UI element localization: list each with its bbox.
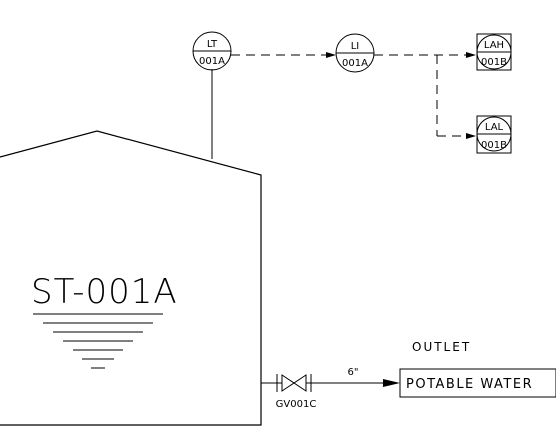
signal-arrow-icon — [466, 52, 476, 58]
lah-function: LAH — [484, 40, 504, 51]
lah-number: 001B — [481, 57, 507, 68]
liquid-level-icon — [33, 313, 163, 369]
tank-outline — [0, 130, 262, 426]
level-indicator-bubble: LI 001A — [335, 33, 375, 73]
lt-number: 001A — [199, 56, 225, 67]
tank-tag: ST-001A — [31, 272, 178, 312]
li-number: 001A — [342, 58, 368, 69]
signal-arrow-icon — [466, 133, 476, 139]
li-function: LI — [351, 41, 360, 52]
lal-function: LAL — [485, 122, 504, 133]
destination-box — [399, 368, 556, 398]
pipe-size: 6" — [348, 367, 359, 378]
storage-tank: ST-001A — [0, 130, 262, 426]
lal-number: 001B — [481, 140, 507, 151]
destination-text: POTABLE WATER — [406, 377, 533, 392]
valve-tag: GV001C — [276, 399, 317, 410]
level-transmitter-bubble: LT 001A — [192, 31, 232, 71]
level-alarm-high-bubble: LAH 001B — [476, 33, 512, 71]
gate-valve-icon — [276, 374, 312, 392]
level-alarm-low-bubble: LAL 001B — [476, 115, 512, 154]
outlet-label: OUTLET — [412, 340, 471, 354]
lt-function: LT — [207, 39, 218, 50]
flow-arrow-icon — [383, 379, 400, 387]
signal-arrow-icon — [326, 52, 336, 58]
